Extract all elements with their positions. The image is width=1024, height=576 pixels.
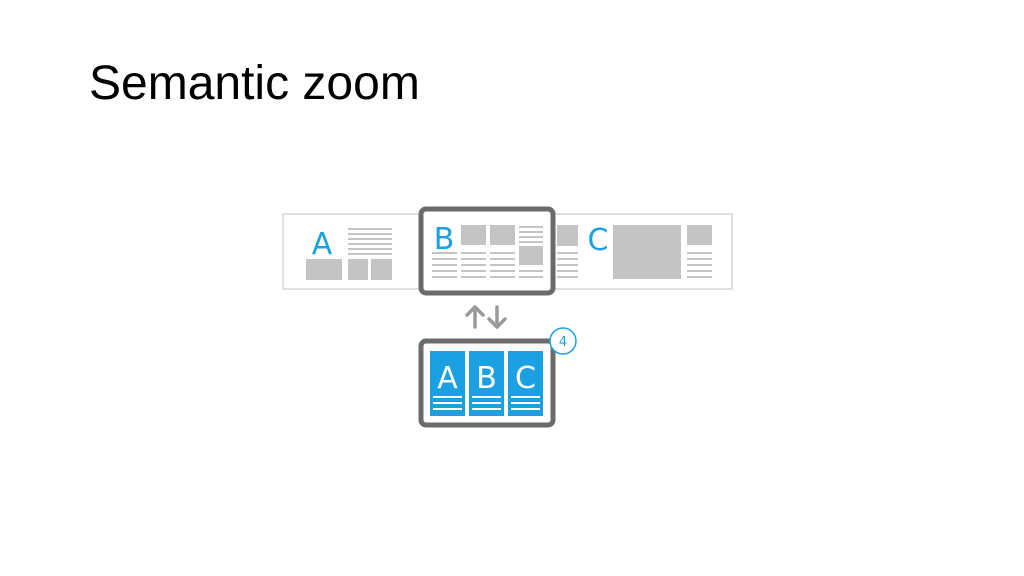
group-b-overflow: [557, 225, 578, 278]
group-tile-a: A: [430, 351, 465, 416]
group-c-large-tile: [613, 225, 681, 279]
touch-points-badge-label: 4: [559, 335, 567, 350]
group-a-tile-2: [348, 259, 368, 280]
group-tile-c: C: [508, 351, 543, 416]
touch-points-badge: 4: [549, 327, 577, 355]
group-a-text-lines: [348, 228, 392, 255]
group-tile-c-letter: C: [515, 361, 536, 396]
group-a-tile-1: [306, 259, 342, 280]
group-a-letter: A: [312, 227, 333, 262]
group-c-section: C: [588, 223, 712, 279]
group-tile-b-letter: B: [476, 361, 497, 396]
zoom-toggle-arrows-icon: [465, 305, 507, 329]
viewport-frame: B: [418, 206, 556, 296]
group-c-letter: C: [588, 223, 609, 258]
arrow-up-icon: [465, 305, 485, 329]
group-a-section: A: [306, 227, 392, 280]
zoomed-in-view: A C: [282, 206, 733, 296]
group-c-text-lines: [687, 252, 712, 278]
group-b-text-lines: [432, 226, 543, 278]
group-b-tiles: [461, 225, 543, 265]
group-tile-a-letter: A: [437, 361, 458, 396]
group-tile-b: B: [469, 351, 504, 416]
arrow-down-icon: [487, 305, 507, 329]
zoomed-out-view: A B C 4: [418, 327, 577, 428]
group-c-small-tile: [687, 225, 712, 245]
group-a-tile-3: [371, 259, 392, 280]
group-b-letter: B: [434, 222, 455, 257]
slide-title: Semantic zoom: [89, 57, 420, 110]
